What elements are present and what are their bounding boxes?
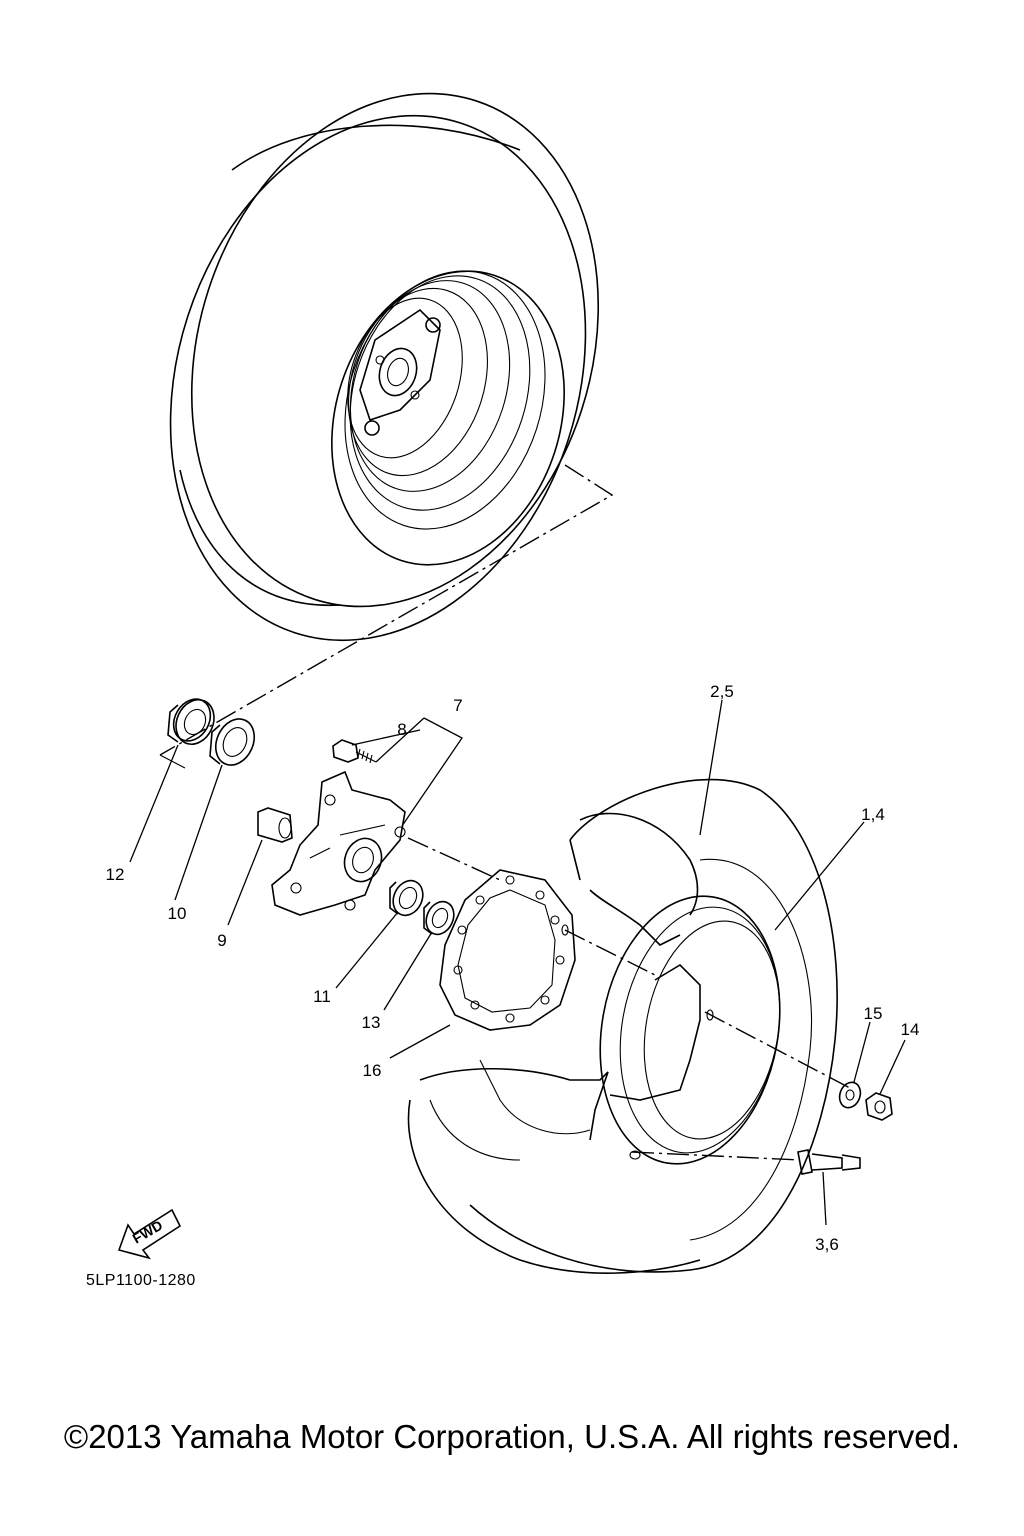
oil-seal-13-drawing <box>423 900 455 936</box>
copyright-notice: ©2013 Yamaha Motor Corporation, U.S.A. A… <box>63 1418 961 1455</box>
fwd-arrow-icon: FWD <box>117 1208 182 1260</box>
callout-7: 7 <box>453 696 462 715</box>
callout-11: 11 <box>313 987 331 1006</box>
hub-detail <box>359 308 441 436</box>
valve-3-6-drawing <box>797 1149 861 1175</box>
callout-leaders <box>129 699 906 1226</box>
callout-8: 8 <box>397 720 406 739</box>
callout-13: 13 <box>362 1013 381 1032</box>
oil-seal-10-drawing <box>209 718 256 766</box>
callout-2-5: 2,5 <box>710 682 734 701</box>
callout-labels: 2,5 7 8 1,4 12 10 9 11 13 16 15 14 3,6 <box>106 682 920 1254</box>
callout-3-6: 3,6 <box>815 1235 839 1254</box>
washer-15-drawing <box>838 1081 862 1109</box>
callout-12: 12 <box>106 865 125 884</box>
exploded-parts <box>167 698 893 1274</box>
callout-10: 10 <box>168 904 187 923</box>
hub-7-drawing <box>271 770 406 916</box>
nut-14-drawing <box>865 1092 893 1121</box>
callout-15: 15 <box>864 1004 883 1023</box>
assembled-wheel-drawing <box>159 92 614 769</box>
callout-14: 14 <box>901 1020 920 1039</box>
spacer-9-drawing <box>257 807 293 843</box>
callout-16: 16 <box>363 1061 382 1080</box>
gasket-16-drawing <box>439 869 576 1031</box>
bolt-8-drawing <box>332 739 377 764</box>
callout-9: 9 <box>217 931 226 950</box>
bearing-11-drawing <box>389 879 424 917</box>
fwd-label: FWD <box>130 1217 166 1247</box>
wheel-rim-drawing <box>407 778 838 1274</box>
callout-1-4: 1,4 <box>861 805 885 824</box>
drawing-code: 5LP1100-1280 <box>86 1272 196 1289</box>
bearing-12-drawing <box>167 698 215 745</box>
